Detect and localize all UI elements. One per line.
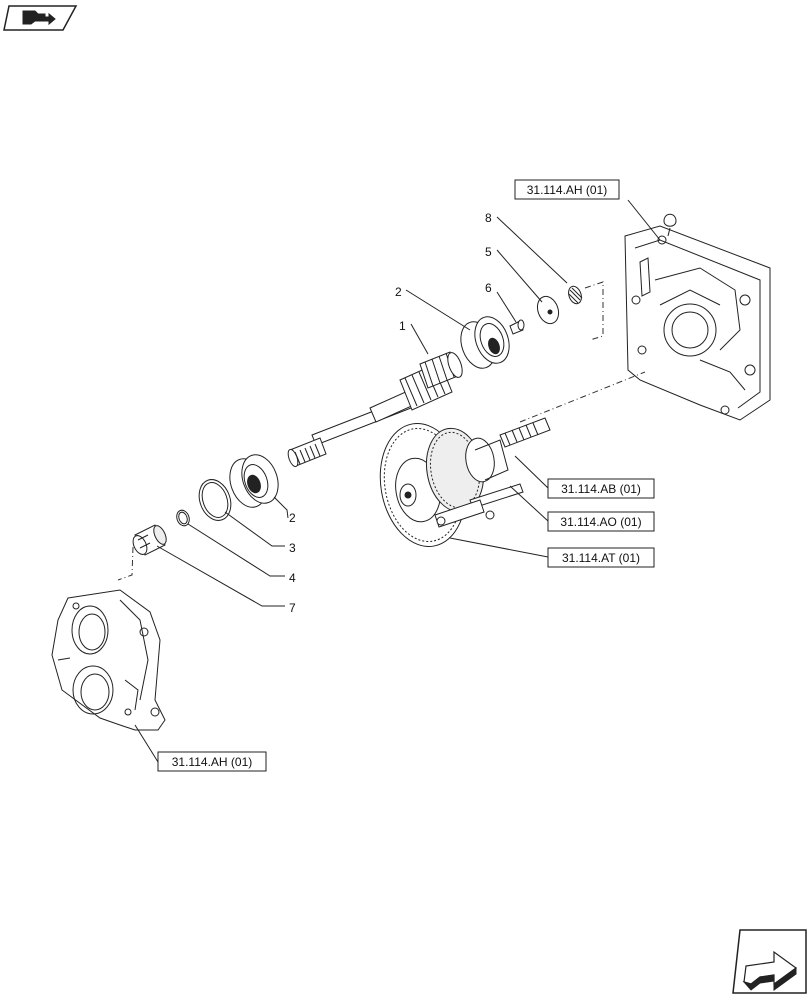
reference-ab[interactable]: 31.114.AB (01) (547, 478, 655, 499)
reference-ab-label: 31.114.AB (01) (561, 482, 641, 496)
reference-at[interactable]: 31.114.AT (01) (547, 547, 655, 568)
reference-ao-label: 31.114.AO (01) (560, 515, 641, 529)
spring-clip (568, 285, 583, 305)
callout-2-upper: 2 (395, 285, 402, 299)
pinion-shaft (287, 351, 463, 468)
reference-bottom-label: 31.114.AH (01) (172, 755, 253, 769)
callout-1: 1 (399, 319, 406, 333)
gear-assembly (379, 417, 551, 547)
callout-6: 6 (485, 281, 492, 295)
housing-top-right (624, 213, 771, 421)
callout-2-lower: 2 (289, 511, 296, 525)
reference-ao[interactable]: 31.114.AO (01) (547, 511, 655, 532)
coupler (132, 524, 167, 556)
reference-at-label: 31.114.AT (01) (562, 551, 640, 565)
small-ring (176, 509, 190, 527)
callout-5: 5 (485, 245, 492, 259)
callout-4: 4 (289, 571, 296, 585)
leader-lines (134, 199, 661, 763)
alignment-line (584, 281, 604, 341)
callout-3: 3 (289, 541, 296, 555)
callout-7: 7 (289, 601, 296, 615)
snap-ring (198, 479, 232, 521)
reference-bottom[interactable]: 31.114.AH (01) (157, 751, 267, 772)
callout-8: 8 (485, 211, 492, 225)
housing-bottom-left (51, 589, 166, 731)
bearing-lower (229, 454, 279, 508)
washer (536, 295, 560, 325)
small-bolt (509, 319, 525, 335)
reference-top-label: 31.114.AH (01) (527, 183, 608, 197)
next-page-icon[interactable] (732, 929, 807, 994)
bearing-upper (460, 316, 510, 369)
alignment-line (519, 371, 646, 423)
reference-top[interactable]: 31.114.AH (01) (514, 179, 620, 200)
alignment-line (117, 546, 134, 581)
previous-page-icon[interactable] (3, 5, 78, 31)
